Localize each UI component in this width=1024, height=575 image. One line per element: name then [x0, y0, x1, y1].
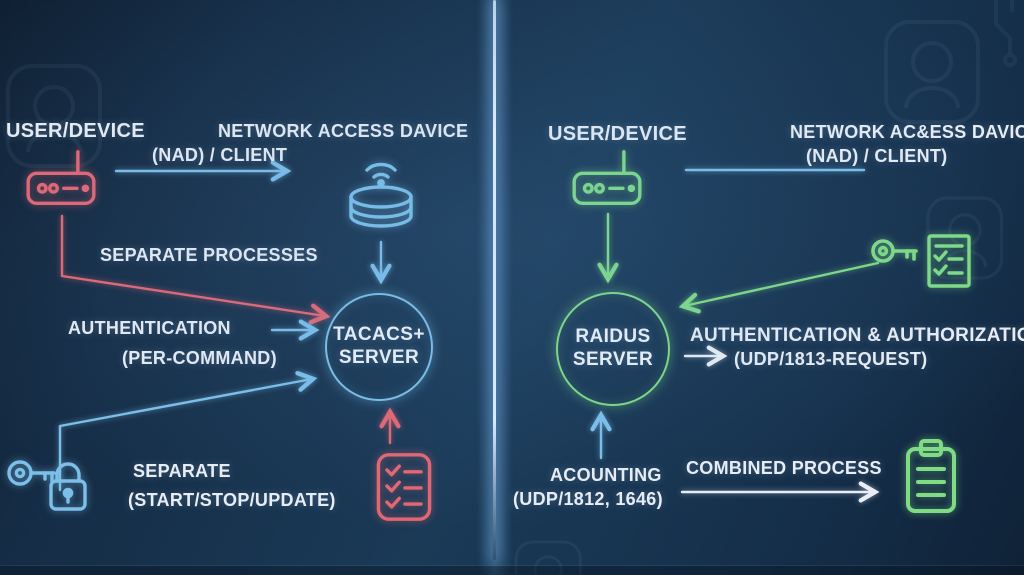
clipboard-icon [903, 437, 959, 517]
bottom-seam [0, 565, 1024, 566]
user-device-label-right: USER/DEVICE [548, 123, 687, 145]
nad-label-left-line1: NETWORK ACCESS DAVICE [218, 121, 469, 141]
separate-label: SEPARATE [133, 461, 231, 481]
radius-server-line2: SERVER [572, 349, 654, 370]
database-wifi-icon [343, 150, 419, 228]
combined-process-label: COMBINED PROCESS [686, 458, 882, 478]
center-divider [493, 0, 496, 560]
auth-authorization-label: AUTHENTICATION & AUTHORIZATION [690, 325, 1024, 346]
user-device-label-left: USER/DEVICE [6, 120, 145, 142]
udp-ports-label: (UDP/1812, 1646) [513, 489, 663, 509]
per-command-label: (PER-COMMAND) [122, 348, 277, 368]
nad-label-right-line2: (NAD) / CLIENT) [806, 146, 948, 166]
arrow-separate-process-to-server [60, 214, 331, 325]
key-lock-icon [6, 453, 88, 513]
nad-label-right-line1: NETWORK AC&ESS DAVICE [790, 122, 1024, 142]
bottom-band [0, 566, 1024, 575]
acounting-label: ACOUNTING [550, 465, 662, 485]
radius-server-circle: RAIDUS SERVER [556, 292, 670, 406]
radius-server-line1: RAIDUS [575, 326, 651, 348]
tacacs-server-line1: TACACS+ [333, 324, 425, 346]
router-icon [570, 148, 644, 208]
router-icon [24, 148, 98, 208]
tacacs-server-line2: SERVER [338, 347, 420, 368]
tacacs-server-circle: TACACS+ SERVER [325, 293, 433, 401]
udp-request-label: (UDP/1813-REQUEST) [734, 349, 928, 369]
start-stop-update-label: (START/STOP/UPDATE) [128, 490, 336, 510]
authentication-label: AUTHENTICATION [68, 318, 231, 338]
separate-processes-label: SEPARATE PROCESSES [100, 245, 318, 265]
nad-label-left-line2: (NAD) / CLIENT [152, 145, 288, 165]
checklist-page-icon [925, 232, 973, 290]
arrow-auth-icons-to-radius-server [678, 261, 880, 314]
key-icon [870, 230, 924, 272]
checklist-icon [374, 451, 434, 523]
